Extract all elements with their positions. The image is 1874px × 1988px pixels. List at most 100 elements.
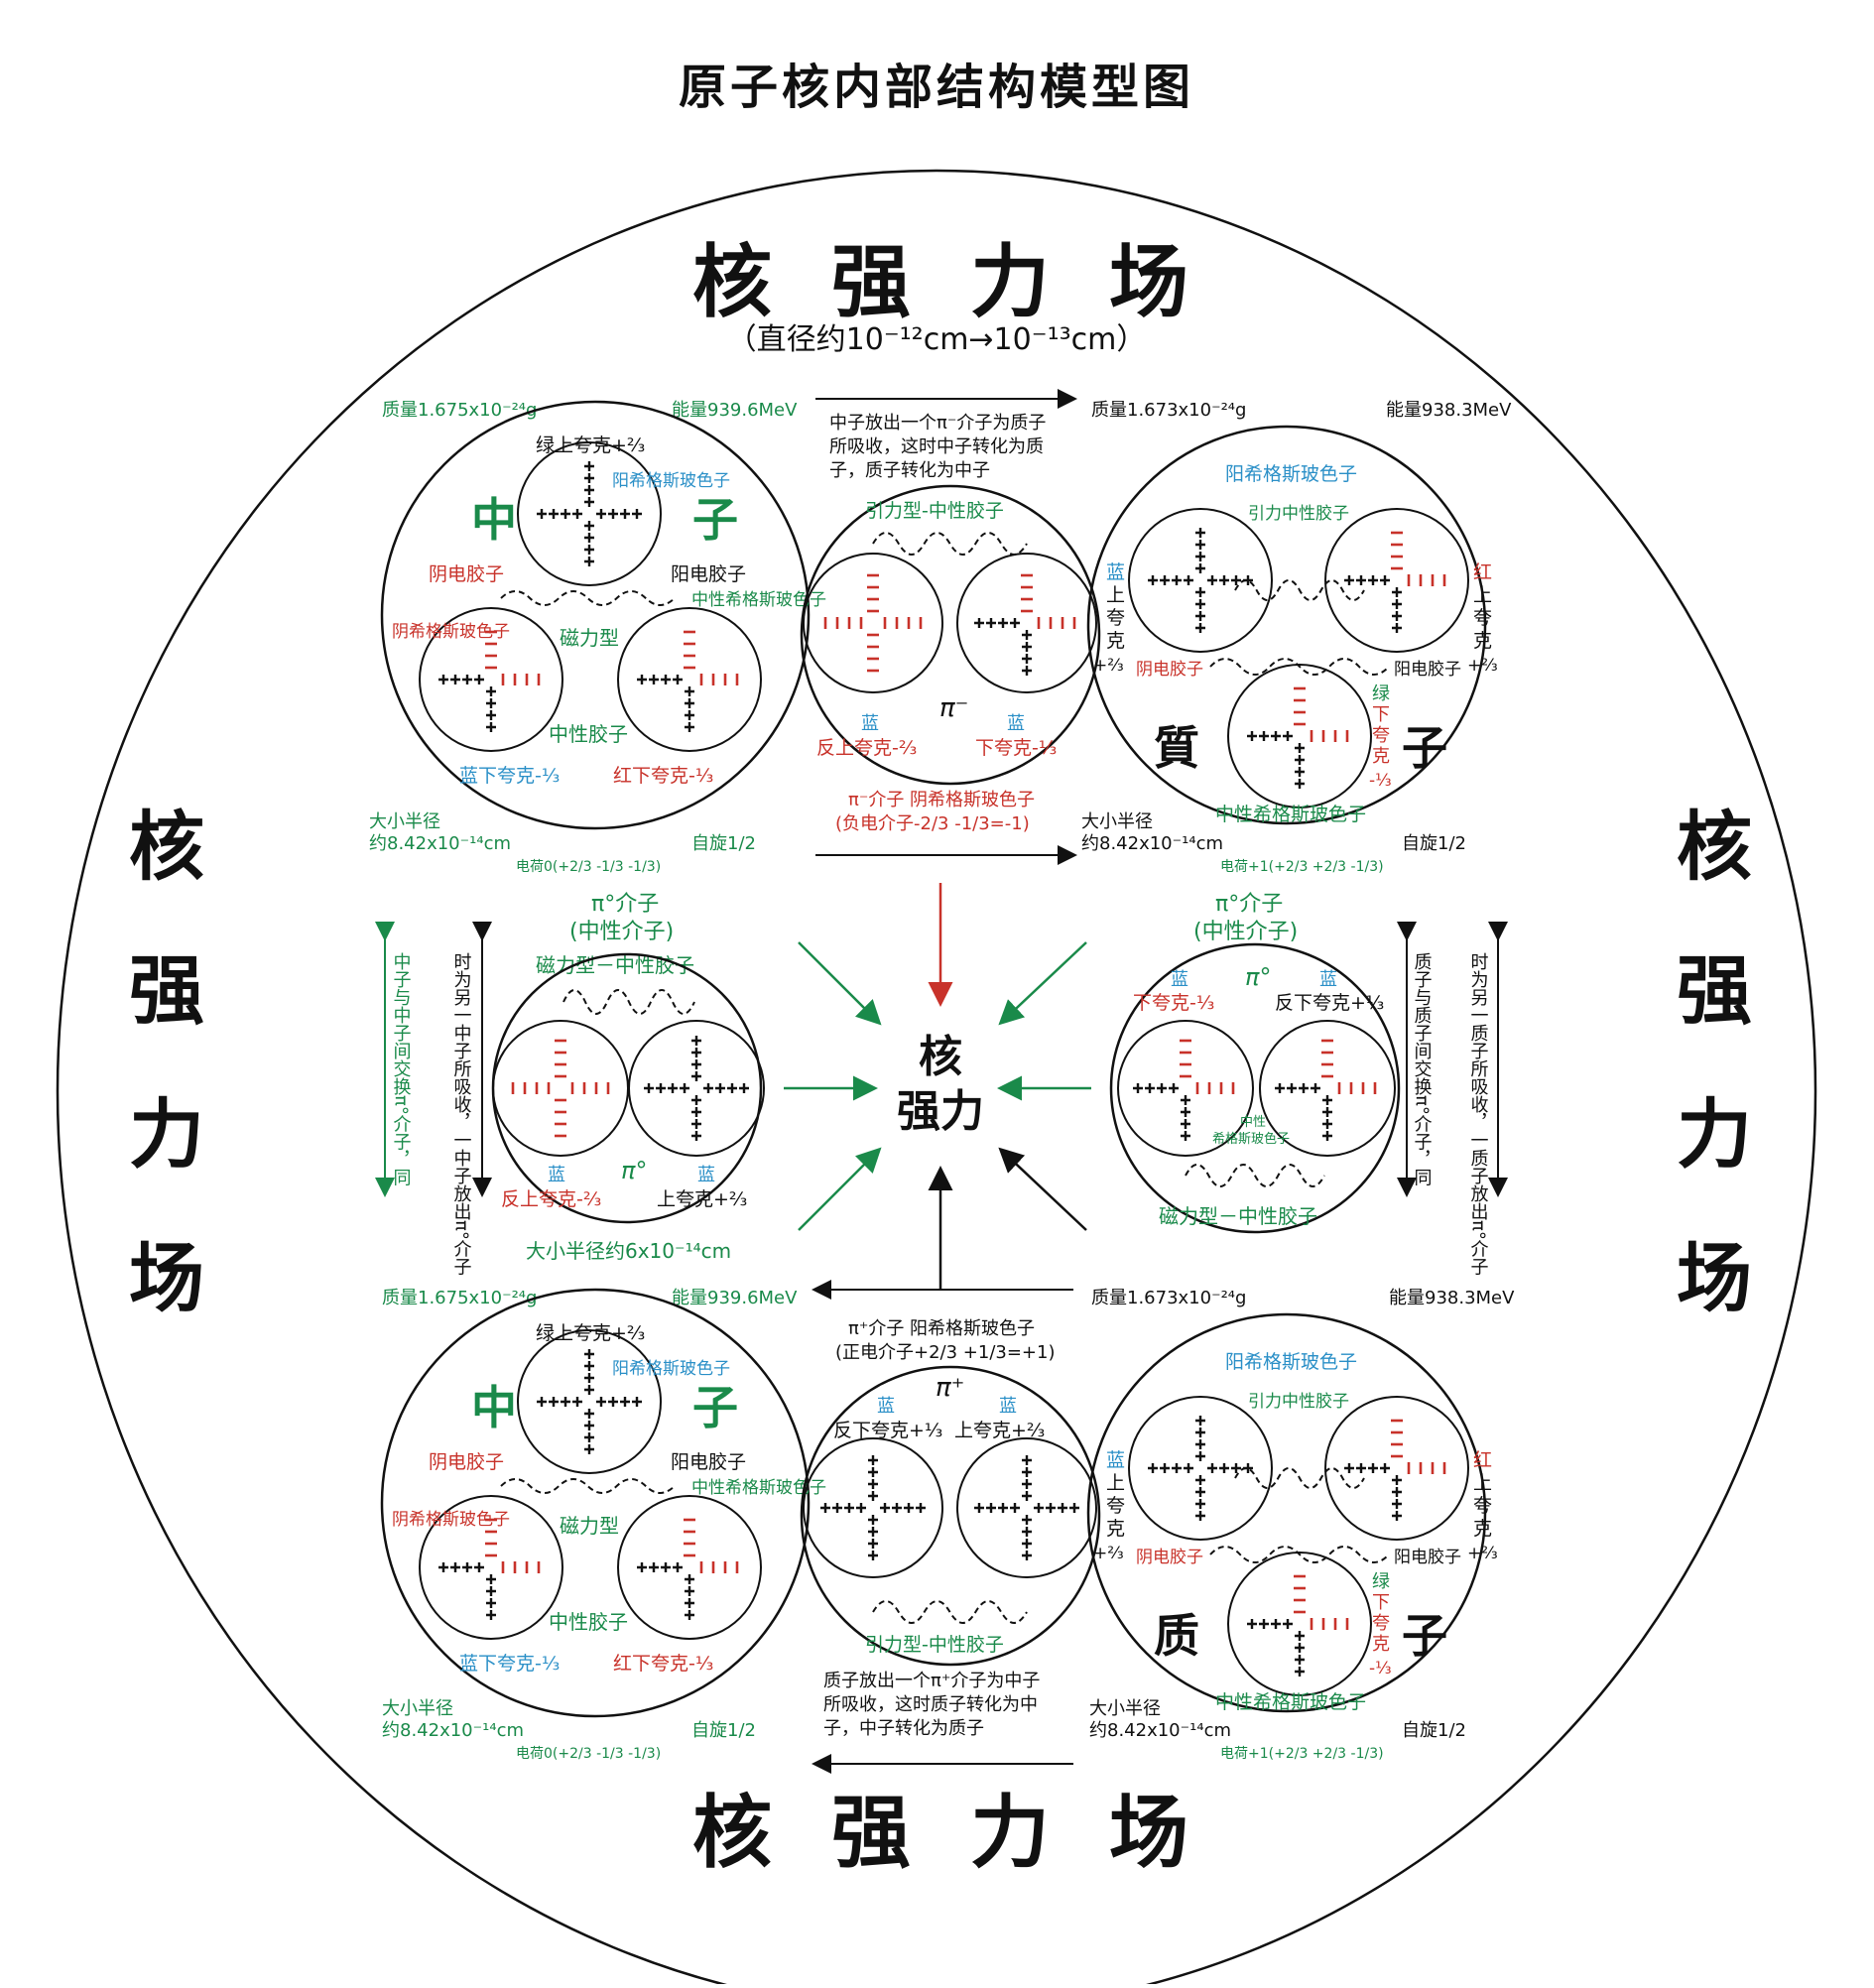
pion-zero-title: π°介子 bbox=[591, 892, 659, 917]
gluon-wave bbox=[872, 532, 1028, 556]
proton-radius-2: 约8.42x10⁻¹⁴cm bbox=[1081, 833, 1223, 854]
gluon-waves bbox=[500, 532, 1390, 1624]
plus-mark bbox=[1392, 599, 1402, 609]
pos-gluon-label: 阳电胶子 bbox=[1394, 660, 1461, 680]
plus-mark bbox=[637, 675, 647, 684]
plus-mark bbox=[462, 1562, 472, 1572]
arrow-top-right bbox=[998, 941, 1087, 1026]
plus-mark bbox=[596, 509, 606, 519]
plus-mark bbox=[1322, 1131, 1332, 1141]
plus-mark bbox=[1022, 1539, 1032, 1549]
neutron-mass: 质量1.675x10⁻²⁴g bbox=[382, 400, 537, 421]
plus-mark bbox=[868, 1539, 878, 1549]
plus-mark bbox=[685, 686, 694, 696]
plus-mark bbox=[608, 509, 618, 519]
proton-mass: 质量1.673x10⁻²⁴g bbox=[1091, 1288, 1246, 1308]
neutron-charge: 电荷0(+2/3 -1/3 -1/3) bbox=[516, 859, 661, 875]
blue-down-label: 蓝下夸克-⅓ bbox=[459, 1653, 560, 1675]
proton-charge: 电荷+1(+2/3 +2/3 -1/3) bbox=[1220, 1746, 1384, 1762]
strong-force-field-circle bbox=[57, 170, 1816, 1988]
green-down-v2: 夸 bbox=[1372, 725, 1390, 746]
neg-higgs-label: 阴希格斯玻色子 bbox=[392, 622, 510, 642]
plus-mark bbox=[1295, 755, 1305, 765]
plus-mark bbox=[998, 618, 1008, 628]
plus-mark bbox=[1022, 1515, 1032, 1525]
plus-mark bbox=[1368, 575, 1378, 585]
blue-up-v3: 克 bbox=[1106, 630, 1125, 652]
plus-mark bbox=[649, 675, 659, 684]
plus-mark bbox=[632, 509, 642, 519]
plus-mark bbox=[998, 1503, 1008, 1513]
plus-mark bbox=[450, 1562, 460, 1572]
neutron-energy: 能量939.6MeV bbox=[672, 400, 798, 421]
plus-mark bbox=[486, 686, 496, 696]
pion-plus-symbol: π⁺ bbox=[936, 1373, 964, 1403]
plus-mark bbox=[486, 1586, 496, 1596]
quark-circle-bottom bbox=[1227, 1552, 1372, 1696]
plus-mark bbox=[1022, 1479, 1032, 1489]
blue-label-right: 蓝 bbox=[1007, 713, 1025, 734]
plus-mark bbox=[1344, 575, 1354, 585]
red-up-v3: 克 bbox=[1473, 1518, 1492, 1540]
blue-label-left: 蓝 bbox=[861, 713, 879, 734]
plus-mark bbox=[1157, 1083, 1167, 1093]
plus-mark bbox=[1231, 575, 1241, 585]
plus-mark bbox=[584, 473, 594, 483]
plus-mark bbox=[1195, 563, 1205, 573]
plus-mark bbox=[685, 1610, 694, 1620]
plus-mark bbox=[1195, 611, 1205, 621]
plus-mark bbox=[1046, 1503, 1056, 1513]
plus-mark bbox=[673, 1562, 683, 1572]
plus-mark bbox=[1392, 1499, 1402, 1509]
blue-label: 蓝 bbox=[1106, 1449, 1125, 1471]
gluon-wave bbox=[500, 590, 676, 606]
plus-mark bbox=[608, 1397, 618, 1407]
magnetic-gluon-label: 磁力型－中性胶子 bbox=[536, 953, 694, 977]
blue-label: 蓝 bbox=[1106, 561, 1125, 583]
neutron-mass: 质量1.675x10⁻²⁴g bbox=[382, 1288, 537, 1308]
proton-radius-1: 大小半径 bbox=[1081, 811, 1153, 832]
quark-circle-bottom bbox=[1227, 664, 1372, 808]
anti-down-label: 反下夸克+⅓ bbox=[833, 1420, 942, 1441]
field-diameter: （直径约10⁻¹²cm→10⁻¹³cm） bbox=[727, 322, 1147, 357]
neutron-circle bbox=[380, 400, 811, 830]
plus-mark bbox=[1181, 1095, 1190, 1105]
plus-mark bbox=[1295, 779, 1305, 789]
quark-circle-right bbox=[1324, 1396, 1469, 1541]
plus-mark bbox=[649, 1562, 659, 1572]
blue-down-label: 蓝下夸克-⅓ bbox=[459, 765, 560, 787]
blue-up-v1: 上 bbox=[1106, 1472, 1125, 1494]
plus-mark bbox=[537, 1397, 547, 1407]
plus-mark bbox=[1295, 767, 1305, 777]
blue-frac: +⅔ bbox=[1093, 1544, 1124, 1563]
neutral-gluon-label: 中性胶子 bbox=[549, 722, 628, 746]
field-char: 强 bbox=[1677, 946, 1752, 1035]
quark-circle-top bbox=[517, 441, 662, 586]
neutral-higgs-label: 中性希格斯玻色子 bbox=[1215, 804, 1366, 825]
plus-mark bbox=[1022, 1527, 1032, 1537]
plus-mark bbox=[685, 1586, 694, 1596]
pion-zero-left: π°介子 (中性介子) 磁力型－中性胶子 蓝 蓝 π° 反上夸克-⅔ 上夸克+⅔… bbox=[375, 892, 765, 1276]
proton-name-left: 质 bbox=[1154, 1609, 1199, 1663]
field-label-left: 核 强 力 场 bbox=[129, 803, 204, 1322]
plus-mark bbox=[450, 675, 460, 684]
up-label: 上夸克+⅔ bbox=[657, 1188, 747, 1210]
field-char: 核 bbox=[692, 1787, 772, 1879]
plus-mark bbox=[486, 698, 496, 708]
plus-mark bbox=[1195, 599, 1205, 609]
plus-mark bbox=[1022, 1551, 1032, 1560]
gluon-wave bbox=[1234, 1467, 1365, 1489]
blue-up-v1: 上 bbox=[1106, 584, 1125, 606]
neutral-higgs-label: 中性希格斯玻色子 bbox=[1215, 1691, 1366, 1713]
field-label-top: 核 强 力 场 bbox=[692, 236, 1188, 328]
gluon-wave bbox=[872, 1600, 1028, 1624]
plus-mark bbox=[1259, 731, 1269, 741]
pion-plus-group: π⁺介子 阳希格斯玻色子 (正电介子+2/3 +1/3=+1) π⁺ 蓝 蓝 反… bbox=[800, 1318, 1101, 1739]
down-label: 下夸克-⅓ bbox=[975, 737, 1057, 759]
anti-higgs-label: 阳希格斯玻色子 bbox=[612, 471, 730, 491]
exchange-vtext-2: 时为另一中子所吸收，一中子放出π°介子 bbox=[451, 952, 472, 1276]
neg-gluon-label: 阴电胶子 bbox=[1136, 1548, 1203, 1567]
pion-minus-circle bbox=[800, 484, 1101, 786]
plus-mark bbox=[1034, 1503, 1044, 1513]
field-char: 力 bbox=[970, 236, 1050, 328]
